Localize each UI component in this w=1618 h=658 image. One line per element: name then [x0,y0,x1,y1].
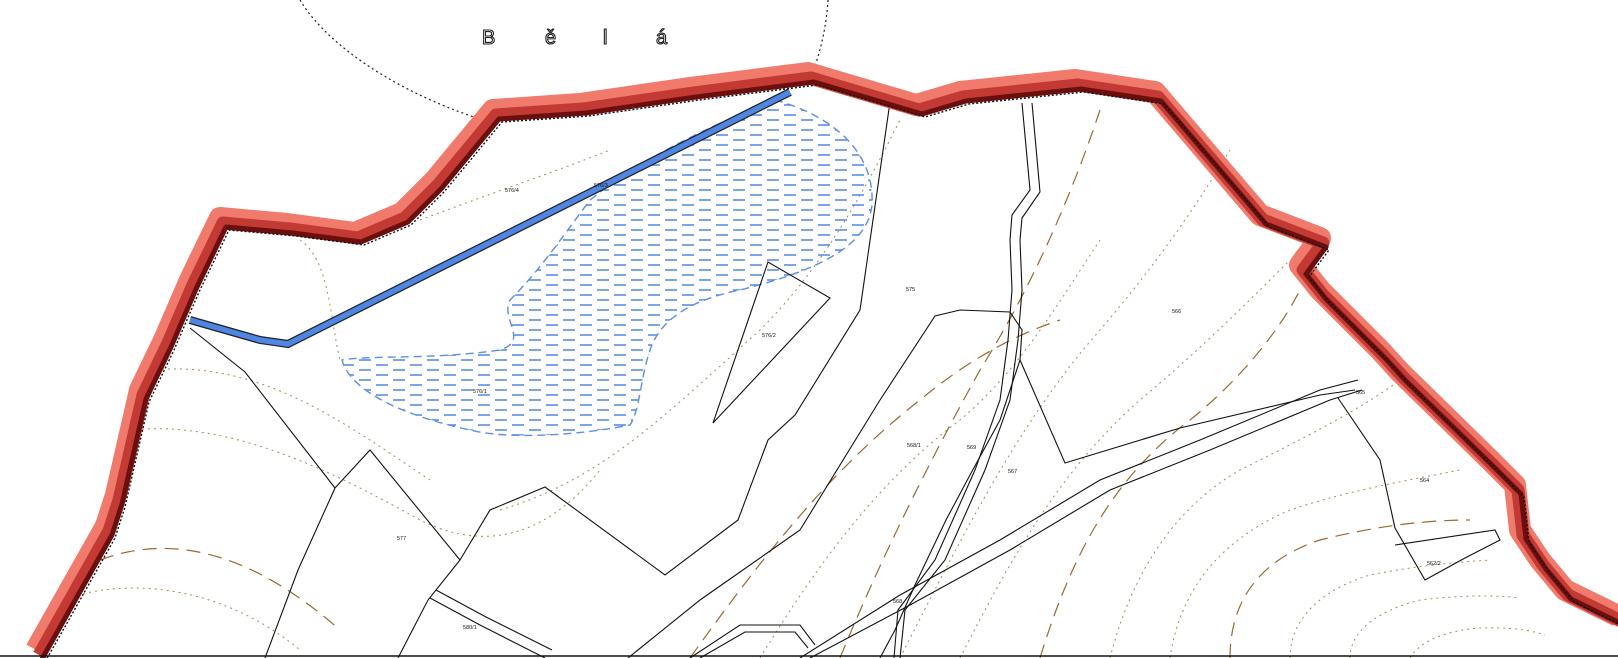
parcel-label: 576/4 [505,188,519,194]
contour-lines [59,109,1546,658]
parcel-labels: 576/4 576/3 575 566 576/2 576/1 568/1 56… [397,183,1441,631]
parcel-label: 576/2 [762,333,776,339]
parcel-label: 575 [906,287,915,293]
place-name-letter: ě [545,27,556,49]
cadastral-boundary [26,62,1618,658]
parcel-label: 567 [1008,469,1017,475]
place-name-letter: l [603,27,607,49]
parcel-label: 569 [967,445,976,451]
parcel-label: 576/1 [473,389,487,395]
parcel-lines [189,101,1501,658]
place-name-letter: B [482,27,495,49]
parcel-label: 580/1 [463,625,477,631]
place-name-letter: á [656,27,668,49]
parcel-label: 577 [397,536,406,542]
parcel-label: 568 [893,599,902,605]
rail-track-line [299,0,501,126]
parcel-label: 576/3 [594,183,608,189]
parcel-label: 564 [1420,478,1429,484]
parcel-label: 562/2 [1427,561,1441,567]
place-name: B ě l á [481,26,668,49]
parcel-label: 565 [1356,390,1365,396]
water-area [341,99,873,437]
stream-line [189,89,792,347]
parcel-label: 568/1 [907,443,921,449]
parcel-label: 566 [1172,309,1181,315]
